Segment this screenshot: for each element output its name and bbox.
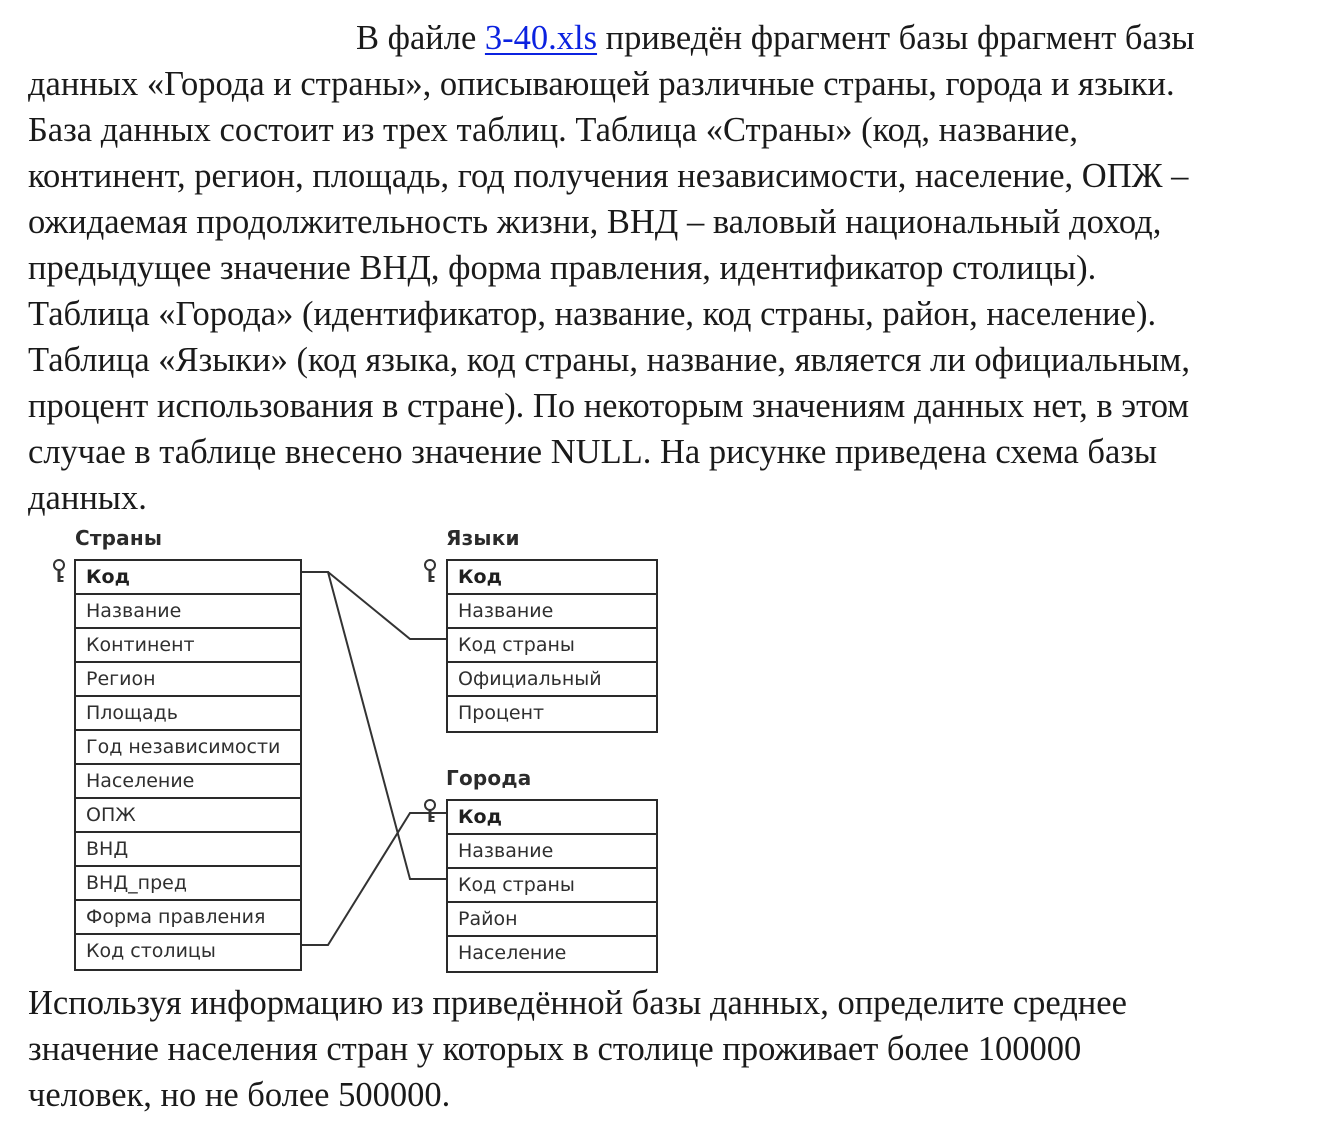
intro-line-2: данных «Города и страны», описывающей ра… <box>28 65 1175 103</box>
countries-field-government-form: Форма правления <box>76 901 300 935</box>
intro-line-6: предыдущее значение ВНД, форма правления… <box>28 249 1097 287</box>
countries-field-region: Регион <box>76 663 300 697</box>
countries-field-life-expectancy: ОПЖ <box>76 799 300 833</box>
intro-paragraph: В файле 3-40.xls приведён фрагмент базы … <box>28 15 1323 521</box>
countries-field-gni: ВНД <box>76 833 300 867</box>
intro-line-3: База данных состоит из трех таблиц. Табл… <box>28 111 1079 149</box>
cities-field-district: Район <box>448 903 656 937</box>
intro-line-11: данных. <box>28 479 147 517</box>
cities-field-population: Население <box>458 942 567 964</box>
link-countries-cities <box>300 571 446 880</box>
intro-line-9: процент использования в стране). По неко… <box>28 387 1190 425</box>
link-capital-cities <box>300 812 446 946</box>
cities-table: Код Название Код страны Район Население <box>446 799 658 973</box>
intro-line-7: Таблица «Города» (идентификатор, названи… <box>28 295 1157 333</box>
languages-field-percent: Процент <box>458 702 545 724</box>
countries-field-independence-year: Год независимости <box>76 731 300 765</box>
link-countries-languages <box>300 571 446 640</box>
countries-table: Код Название Континент Регион Площадь Го… <box>74 559 302 971</box>
question-line-1: Используя информацию из приведённой базы… <box>28 984 1127 1022</box>
question-line-2: значение населения стран у которых в сто… <box>28 1030 1082 1068</box>
countries-field-code: Код <box>76 561 300 595</box>
key-icon <box>424 559 436 582</box>
file-link[interactable]: 3-40.xls <box>484 19 598 57</box>
intro-line-5: ожидаемая продолжительность жизни, ВНД –… <box>28 203 1162 241</box>
cities-field-country-code: Код страны <box>448 869 656 903</box>
intro-line-8: Таблица «Языки» (код языка, код страны, … <box>28 341 1190 379</box>
key-icon <box>53 559 65 582</box>
languages-table: Код Название Код страны Официальный Проц… <box>446 559 658 733</box>
languages-table-title: Языки <box>446 526 520 550</box>
countries-table-title: Страны <box>75 526 163 550</box>
languages-field-name: Название <box>448 595 656 629</box>
cities-table-title: Города <box>446 766 532 790</box>
question-line-3: человек, но не более 500000. <box>28 1076 451 1114</box>
countries-field-name: Название <box>76 595 300 629</box>
countries-field-area: Площадь <box>76 697 300 731</box>
countries-field-capital-code: Код столицы <box>86 940 216 962</box>
countries-field-population: Население <box>76 765 300 799</box>
intro-line-1: В файле 3-40.xls приведён фрагмент базы … <box>356 19 1195 57</box>
countries-field-continent: Континент <box>76 629 300 663</box>
key-icon <box>424 799 436 822</box>
languages-field-country-code: Код страны <box>448 629 656 663</box>
languages-field-official: Официальный <box>448 663 656 697</box>
languages-field-code: Код <box>448 561 656 595</box>
countries-field-gni-prev: ВНД_пред <box>76 867 300 901</box>
cities-field-name: Название <box>448 835 656 869</box>
question-paragraph: Используя информацию из приведённой базы… <box>28 980 1323 1118</box>
intro-line-4: континент, регион, площадь, год получени… <box>28 157 1189 195</box>
intro-line-10: случае в таблице внесено значение NULL. … <box>28 433 1158 471</box>
cities-field-code: Код <box>448 801 656 835</box>
